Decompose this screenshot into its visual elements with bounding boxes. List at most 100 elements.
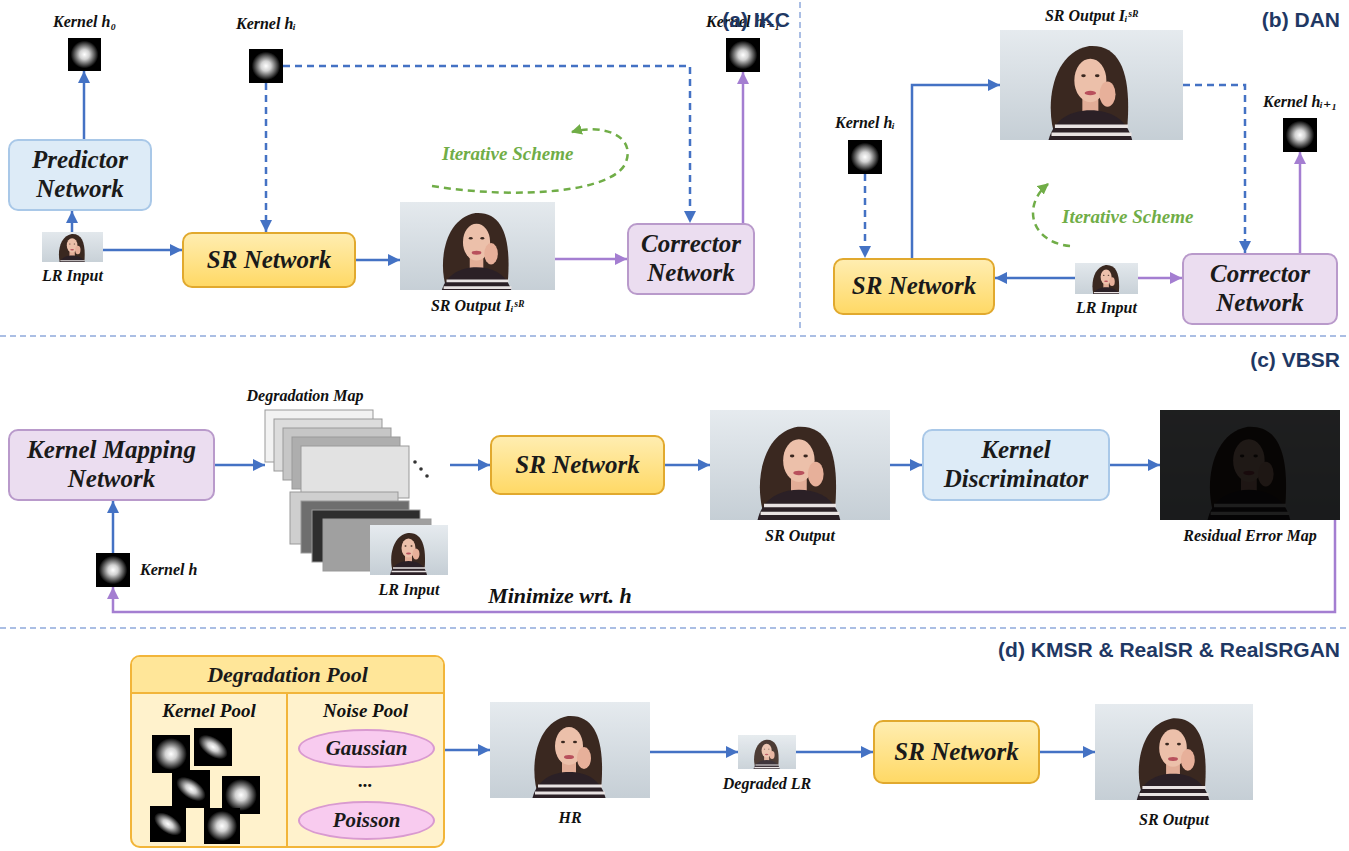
box-label: SR Network bbox=[852, 272, 976, 301]
image-caption: Kernel hᵢ bbox=[236, 14, 296, 33]
image-caption: Kernel hᵢ bbox=[835, 113, 895, 132]
photo bbox=[490, 700, 650, 800]
image-figure: Kernel h₀ bbox=[68, 38, 101, 71]
image-caption: LR Input bbox=[1076, 298, 1137, 317]
noise-ellipse: Poisson bbox=[298, 801, 435, 840]
ellipsis-dot bbox=[413, 460, 417, 464]
panel-title: (d) KMSR & RealSR & RealSRGAN bbox=[998, 638, 1340, 662]
column-heading: ... bbox=[358, 770, 372, 793]
image-figure: Degraded LR bbox=[738, 735, 796, 769]
image-caption: SR Output bbox=[765, 526, 835, 545]
image-caption: SR Output bbox=[1139, 810, 1209, 829]
kernel-image bbox=[172, 770, 210, 808]
image-figure: Kernel hᵢ bbox=[848, 140, 882, 174]
kernel-image bbox=[96, 553, 130, 587]
image-caption: SR Output Iᵢˢᴿ bbox=[1045, 6, 1138, 25]
arrow-connector bbox=[665, 464, 710, 467]
photo bbox=[1095, 703, 1253, 802]
map-layer bbox=[301, 446, 409, 498]
arrow-connector bbox=[1138, 277, 1182, 280]
panel-separator bbox=[0, 335, 1349, 337]
arrow-connector bbox=[450, 464, 490, 467]
column-heading: Noise Pool bbox=[323, 700, 408, 723]
image-caption: Kernel hᵢ₊₁ bbox=[1263, 92, 1337, 111]
dashed-connector bbox=[864, 174, 867, 258]
ellipsis-dot bbox=[425, 474, 429, 478]
image-caption: SR Output Iᵢˢᴿ bbox=[431, 296, 524, 315]
kernel-image bbox=[152, 735, 190, 773]
image-caption: LR Input bbox=[42, 266, 103, 285]
noise-ellipse: Gaussian bbox=[298, 729, 435, 768]
arrow-connector bbox=[83, 71, 86, 139]
pool-box: Degradation PoolKernel PoolNoise Pool...… bbox=[130, 655, 445, 848]
photo bbox=[1075, 259, 1138, 298]
arrow-connector bbox=[995, 277, 1075, 280]
box-label: Corrector Network bbox=[637, 230, 745, 288]
image-figure: Kernel hᵢ bbox=[249, 49, 283, 83]
arrow-connector bbox=[215, 464, 265, 467]
arrow-connector bbox=[650, 751, 738, 754]
photo bbox=[738, 734, 796, 770]
ellipsis-dot bbox=[419, 467, 423, 471]
image-caption: Kernel h₀ bbox=[53, 12, 116, 31]
box-label: Corrector Network bbox=[1192, 260, 1328, 318]
box-label: Poisson bbox=[333, 808, 401, 832]
sr-network-box: SR Network bbox=[182, 232, 356, 288]
box-label: Kernel Mapping Network bbox=[18, 436, 205, 494]
image-caption: Degradation Map bbox=[247, 386, 364, 405]
panel-title: (b) DAN bbox=[1262, 8, 1340, 32]
arrow-connector bbox=[1299, 152, 1302, 253]
arrow-connector bbox=[445, 749, 490, 752]
arrow-connector bbox=[1110, 464, 1160, 467]
kernel-image bbox=[204, 808, 240, 844]
column-heading: Kernel Pool bbox=[162, 700, 255, 723]
photo bbox=[400, 198, 555, 295]
kernel-image bbox=[726, 38, 760, 72]
image-figure: SR Output bbox=[710, 410, 890, 520]
arrow-connector bbox=[112, 501, 115, 553]
dashed-connector bbox=[1183, 85, 1245, 253]
image-caption: Residual Error Map bbox=[1183, 526, 1316, 545]
image-caption: HR bbox=[558, 808, 581, 827]
photo bbox=[42, 228, 103, 266]
box-label: Kernel Discriminator bbox=[932, 436, 1100, 494]
image-figure: LR Input bbox=[1075, 263, 1138, 294]
box-label: SR Network bbox=[894, 738, 1018, 767]
dashed-connector bbox=[283, 66, 690, 223]
box-label: Gaussian bbox=[326, 736, 408, 760]
image-figure: SR Output Iᵢˢᴿ bbox=[400, 202, 555, 290]
box-label: SR Network bbox=[207, 246, 331, 275]
sr-network-box: SR Network bbox=[490, 435, 665, 495]
arrow-connector bbox=[555, 258, 627, 261]
sr-network-box: SR Network bbox=[873, 720, 1040, 784]
photo bbox=[369, 525, 449, 575]
photo bbox=[1000, 28, 1183, 142]
image-figure: Kernel hᵢ₊₁ bbox=[726, 38, 760, 72]
pool-ground bbox=[130, 655, 445, 848]
dashed-connector bbox=[265, 83, 268, 232]
photo bbox=[710, 409, 890, 522]
kernel-image bbox=[194, 728, 232, 766]
iteration-note: Iterative Scheme bbox=[1062, 206, 1193, 228]
image-figure: Degradation MapLR Input bbox=[265, 410, 450, 576]
arrow-connector bbox=[890, 464, 922, 467]
arrow-connector bbox=[103, 249, 182, 252]
arrow-connector bbox=[356, 259, 400, 262]
kernel-image bbox=[249, 49, 283, 83]
pool-column: Noise Pool... GaussianPoisson bbox=[286, 694, 443, 846]
arrow-connector bbox=[1040, 751, 1095, 754]
arrow-connector bbox=[71, 211, 74, 232]
kernel-image bbox=[848, 140, 882, 174]
image-figure: HR bbox=[490, 702, 650, 798]
error-map-trace bbox=[1160, 409, 1340, 522]
panel-separator bbox=[799, 2, 801, 330]
kernel-image bbox=[1283, 118, 1317, 152]
sr-network-box: SR Network bbox=[833, 258, 995, 315]
iteration-note: Iterative Scheme bbox=[442, 143, 573, 165]
arrow-connector bbox=[742, 72, 745, 223]
panel-title: (c) VBSR bbox=[1250, 348, 1340, 372]
image-figure: SR Output bbox=[1095, 704, 1253, 800]
